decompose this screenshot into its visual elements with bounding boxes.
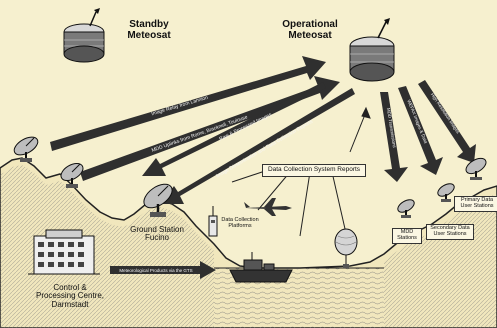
ground-dish-1 [13, 136, 39, 162]
sdus-dish [437, 183, 455, 202]
mdd-stations-box: MDD Stations [392, 228, 422, 244]
label-high-res: High Resolution Images [430, 92, 461, 135]
ship-dcp [229, 252, 293, 283]
link-arrows [50, 56, 355, 204]
pdus-dish [465, 157, 487, 180]
arrow-wefax [398, 86, 443, 175]
dcs-reports-box: Data Collection System Reports [262, 164, 366, 177]
darmstadt-building [28, 229, 100, 275]
arrow-raw-processed-images [142, 82, 326, 176]
pdus-box: Primary Data User Stations [454, 196, 497, 212]
aircraft-dcp [244, 198, 292, 216]
ground-hatching [0, 165, 214, 328]
standby-meteosat-label: Standby Meteosat [127, 19, 171, 41]
label-image-relay: Image Relay from Lannion [151, 95, 209, 117]
operational-satellite [349, 18, 395, 82]
ground-hatching-right [384, 194, 497, 328]
label-mdd-transmissions: MDD Transmissions [386, 107, 397, 148]
ground-dish-2 [60, 162, 84, 188]
label-wefax: WEFAX Images & Data [406, 99, 428, 145]
ground-station-fucino-label: Ground Station Fucino [130, 225, 184, 243]
balloon-dcp [334, 228, 358, 268]
operational-meteosat-label: Operational Meteosat [282, 19, 338, 41]
arrow-mdd-transmissions [380, 92, 408, 182]
fucino-dish [143, 183, 173, 217]
arrow-image-relay [50, 56, 326, 151]
label-gts: Meteorological Products via the GTS [119, 268, 192, 273]
arrow-mdd-uplinks [80, 76, 340, 181]
down-arrows [380, 80, 476, 182]
arrow-high-res [418, 80, 476, 163]
dcp-mast [208, 206, 218, 237]
control-centre-label: Control & Processing Centre, Darmstadt [35, 283, 105, 309]
sdus-box: Secondary Data User Stations [426, 224, 474, 240]
dcp-label: Data Collection Platforms [221, 217, 259, 229]
arrow-dissemination [160, 88, 355, 204]
standby-satellite [63, 8, 105, 63]
arrow-gts [110, 261, 216, 279]
mdd-dish [397, 199, 415, 218]
